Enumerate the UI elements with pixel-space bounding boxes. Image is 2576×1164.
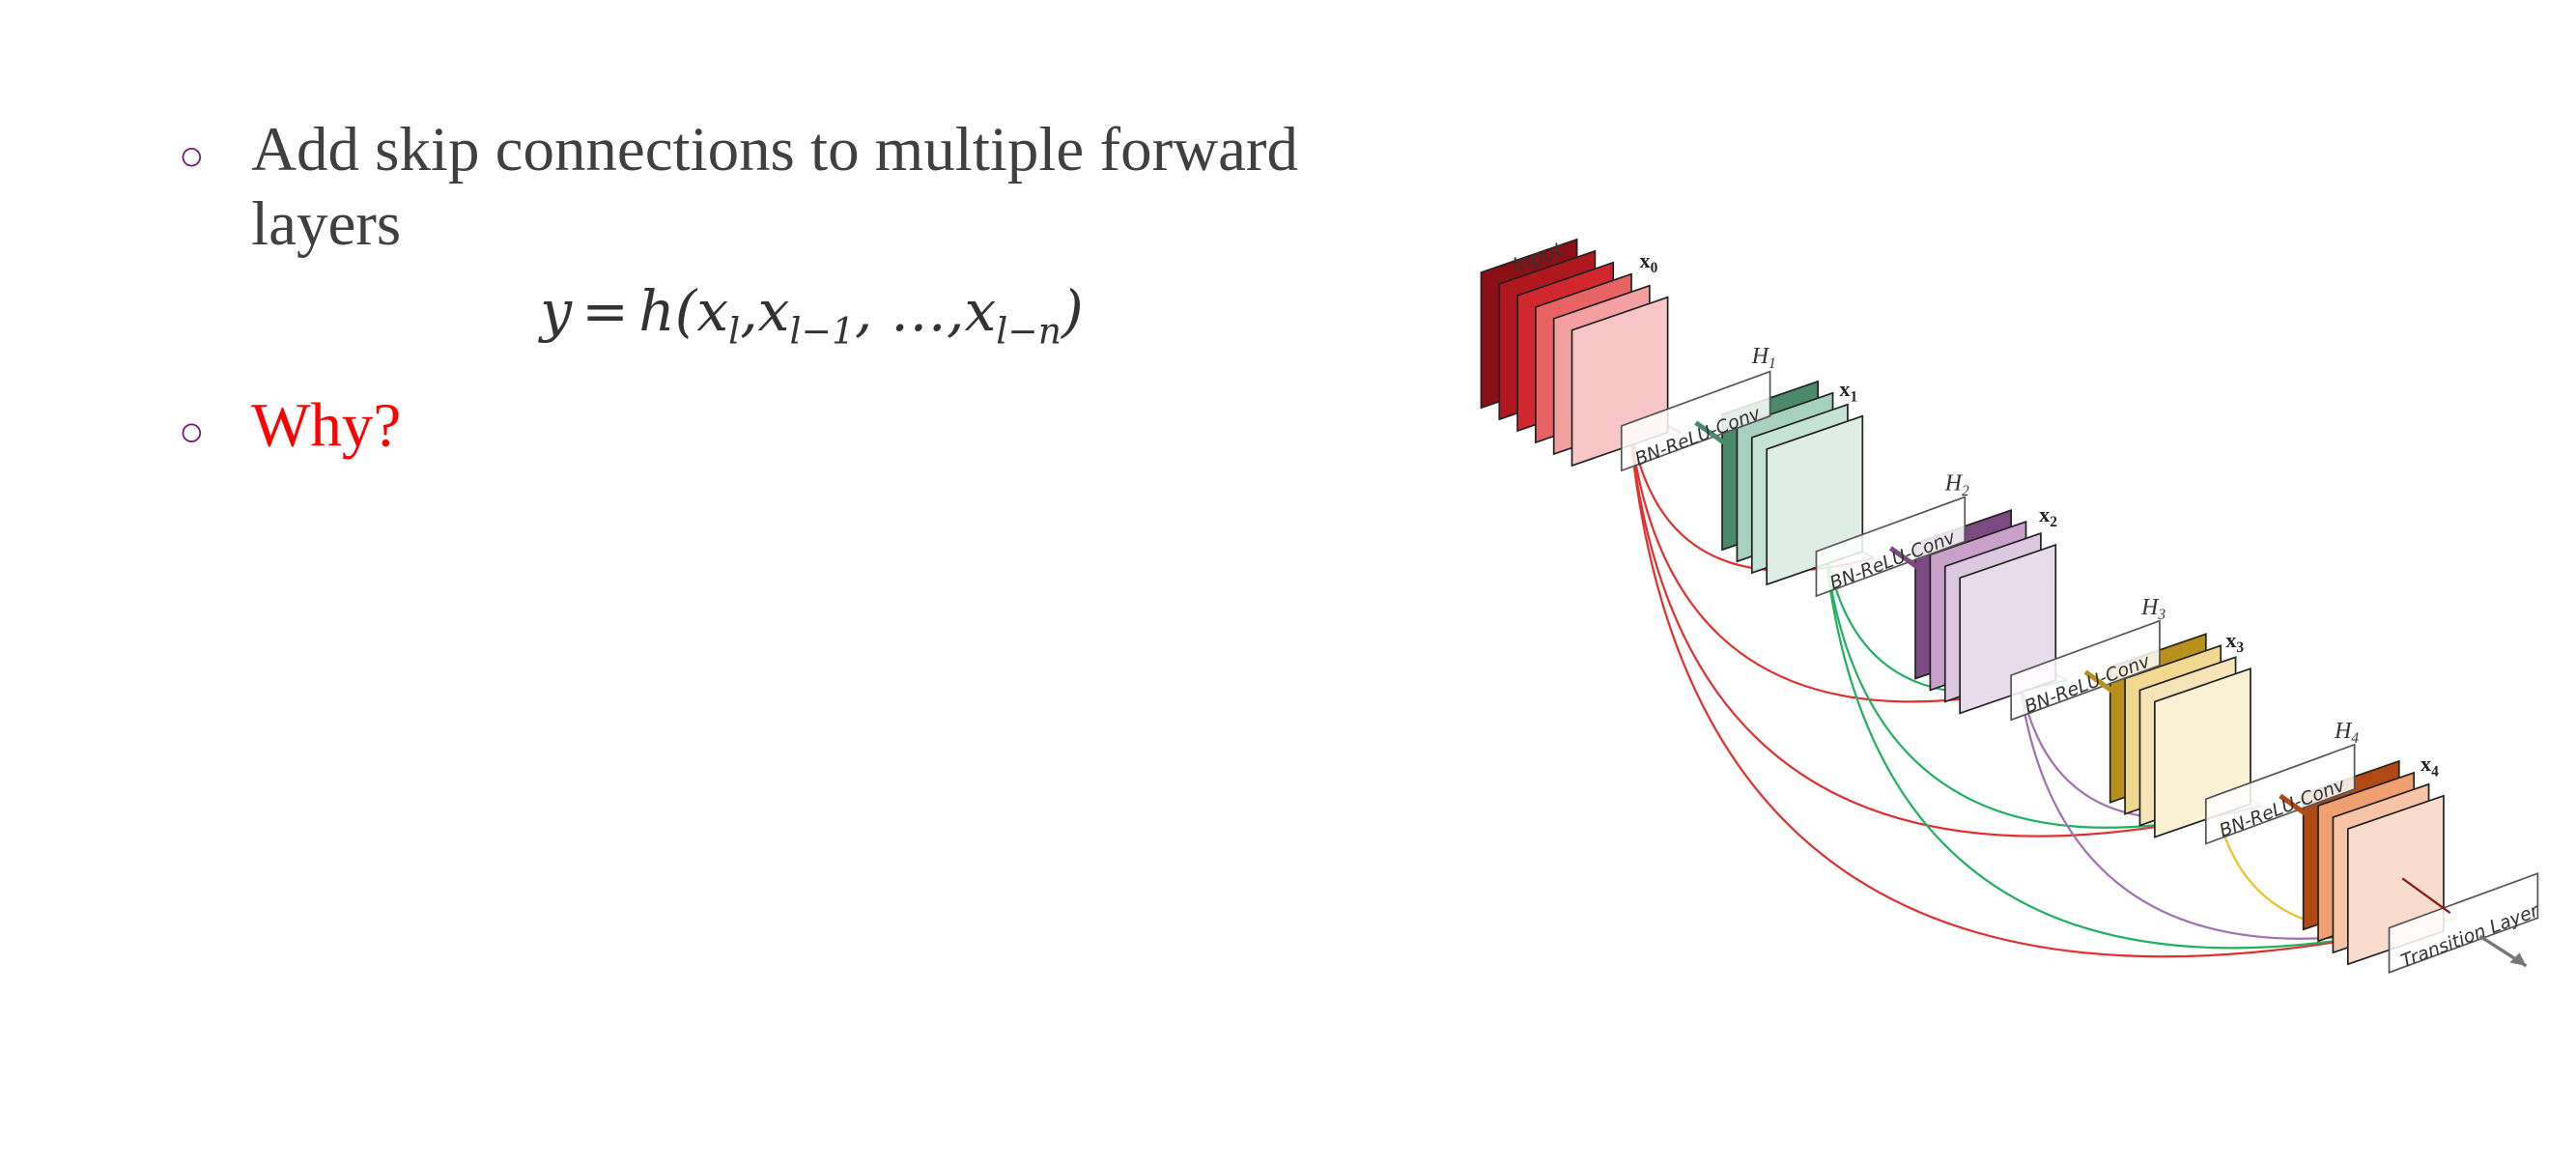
skip-connection-x0-to-5 (1625, 383, 2457, 958)
h1-label: H1 (1751, 344, 1776, 372)
bullet-marker-2: ○ (179, 407, 205, 455)
bullet-text-line2: layers (251, 189, 401, 259)
h2-label: H2 (1944, 471, 1969, 499)
h3-label: H3 (2140, 595, 2166, 623)
skip-connection-x1-to-5 (1820, 501, 2457, 950)
output-arrowhead-icon (2509, 952, 2527, 966)
x4-label: x4 (2420, 752, 2439, 780)
x4-to-transition-arrow (2401, 877, 2451, 915)
block-output-arrow-4 (2279, 793, 2310, 818)
densenet-diagram: Input x0 x1 x2 x3 x4 H1 H2 H3 H4 BN-ReLU… (1480, 238, 2542, 974)
equation: y=h(xl,xl−1, …,xl−n) (537, 278, 1083, 353)
bn-relu-conv-block-4 (2204, 743, 2356, 845)
bullet-why: Why? (251, 390, 401, 460)
skip-connection-x0-to-3 (1625, 383, 2068, 703)
bn-relu-conv-block-2 (1815, 496, 1967, 598)
block-output-arrow-3 (2083, 669, 2115, 695)
bullet-marker-1: ○ (179, 131, 205, 180)
h4-label: H4 (2334, 719, 2359, 747)
stack-x3 (2109, 633, 2251, 838)
x3-label: x3 (2225, 628, 2244, 656)
stack-x2 (1914, 508, 2057, 715)
skip-connection-x1-to-4 (1820, 501, 2263, 829)
block-output-arrow-1 (1694, 420, 1726, 445)
transition-layer-box (2388, 871, 2539, 974)
bn-relu-conv-block-3 (2010, 619, 2161, 722)
skip-connection-x0-to-4 (1625, 383, 2263, 838)
x0-label: x0 (1640, 248, 1658, 276)
x1-label: x1 (1839, 377, 1857, 405)
block-output-arrow-2 (1888, 546, 1920, 571)
x2-label: x2 (2039, 502, 2057, 530)
bn-relu-conv-blocks (1620, 370, 2539, 974)
feature-map-stacks (1480, 238, 2445, 966)
bn-relu-conv-block-1 (1620, 370, 1771, 472)
bullet-text-line1: Add skip connections to multiple forward (251, 115, 1298, 185)
